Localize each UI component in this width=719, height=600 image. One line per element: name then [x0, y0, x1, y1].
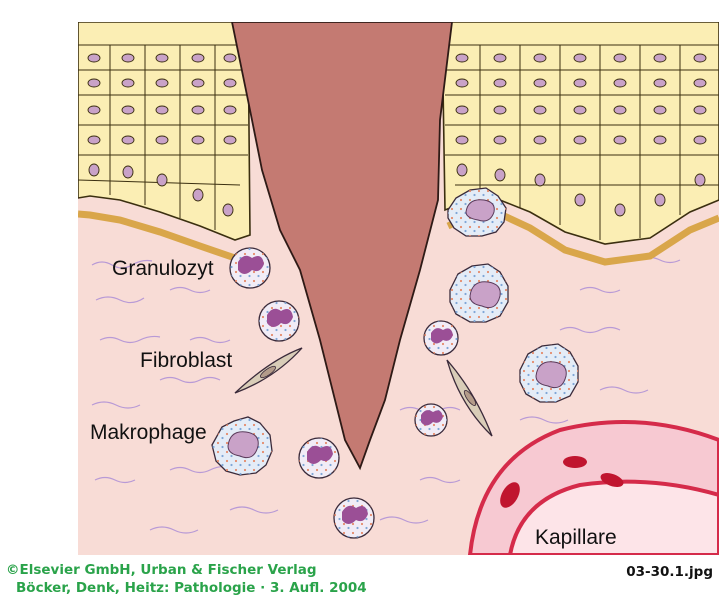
granulocyte-cell: [423, 320, 459, 356]
capillary: [467, 420, 719, 555]
label-kapillare: Kapillare: [535, 526, 617, 549]
credit-line-2: Böcker, Denk, Heitz: Pathologie · 3. Auf…: [16, 580, 367, 596]
fibroblasts: [234, 347, 493, 437]
granulocyte-cell: [333, 497, 375, 539]
label-granulozyt: Granulozyt: [112, 257, 214, 280]
macrophage-cell: [447, 187, 507, 237]
epidermis-left: [78, 22, 251, 241]
macrophage-cell: [449, 263, 509, 323]
red-blood-cell: [500, 482, 520, 508]
credit-line-1: ©Elsevier GmbH, Urban & Fischer Verlag: [6, 562, 317, 578]
red-blood-cell: [600, 473, 624, 487]
macrophages: [211, 187, 579, 476]
file-id: 03-30.1.jpg: [626, 564, 713, 580]
label-fibroblast: Fibroblast: [140, 349, 233, 372]
granulocyte-cell: [258, 300, 300, 342]
granulocyte-cell: [229, 247, 271, 289]
macrophage-cell: [211, 416, 273, 476]
macrophage-cell: [519, 343, 579, 403]
epidermal-nuclei: [87, 53, 707, 217]
label-makrophage: Makrophage: [90, 421, 207, 444]
granulocyte-cell: [298, 437, 340, 479]
granulocyte-cell: [414, 403, 448, 437]
epidermal-cells: [78, 44, 719, 240]
red-blood-cell: [563, 456, 587, 468]
wound-clot: [231, 22, 453, 471]
granulocytes: [229, 247, 459, 539]
